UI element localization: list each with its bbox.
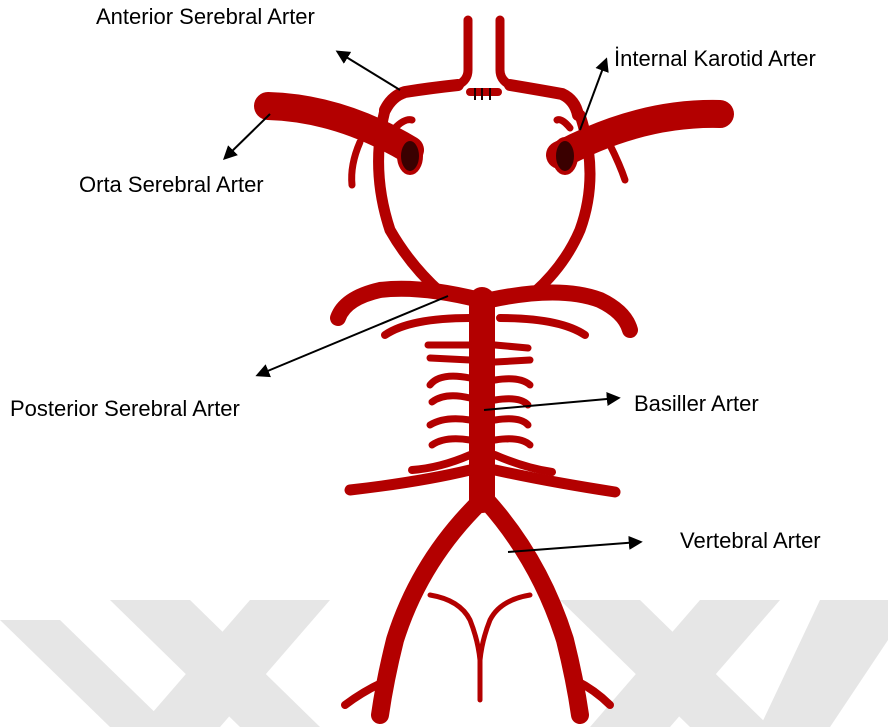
label-vertebral-artery: Vertebral Arter xyxy=(680,530,821,552)
anterior-cerebral-artery-right xyxy=(500,20,510,85)
arrow-anterior-cerebral xyxy=(338,52,400,90)
label-basilar-artery: Basiller Arter xyxy=(634,393,759,415)
label-middle-cerebral-artery: Orta Serebral Arter xyxy=(79,174,264,196)
arteries xyxy=(268,20,720,715)
label-internal-carotid-artery: İnternal Karotid Arter xyxy=(614,48,816,70)
arrow-middle-cerebral xyxy=(225,114,270,158)
label-anterior-cerebral-artery: Anterior Serebral Arter xyxy=(96,6,315,28)
internal-carotid-artery-left xyxy=(399,139,421,173)
watermark xyxy=(0,600,888,727)
anterior-cerebral-artery-left xyxy=(458,20,468,85)
label-posterior-cerebral-artery: Posterior Serebral Arter xyxy=(10,398,240,420)
posterior-cerebral-artery-left xyxy=(338,289,480,318)
internal-carotid-artery-right xyxy=(554,139,576,173)
vertebral-artery-left xyxy=(380,500,482,715)
arrow-internal-carotid xyxy=(580,60,606,130)
